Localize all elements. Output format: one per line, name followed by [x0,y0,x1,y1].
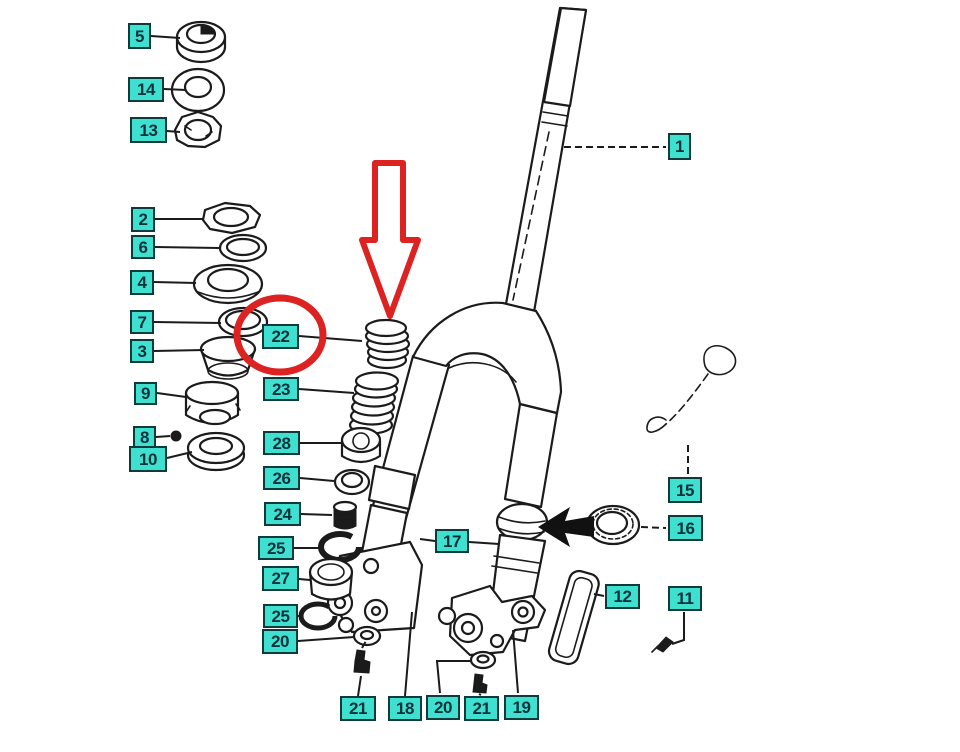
part-label-14: 14 [128,77,164,102]
right-fork-leg-drawing [437,402,559,657]
bearing-housing-9-drawing [184,380,241,426]
cup-28-drawing [340,426,382,464]
bolt-21b-drawing [472,673,488,694]
spring-23-drawing [348,371,400,435]
part-label-17: 17 [435,529,469,553]
washer-20a-drawing [352,625,382,647]
part-label-20: 20 [262,629,298,654]
black-arrow [538,507,594,547]
part-label-19: 19 [504,695,539,720]
seal-ring-26-drawing [333,468,371,496]
part-label-1: 1 [668,133,691,160]
buffer-spring-22-drawing [364,318,411,370]
bushing-24-drawing [332,500,358,530]
ring-nut-2-drawing [201,201,262,235]
part-label-22: 22 [262,324,299,349]
red-highlight-circle [233,294,327,376]
part-label-12: 12 [605,584,640,609]
left-fork-leg-drawing [326,354,451,634]
part-label-28: 28 [263,431,300,455]
part-label-9: 9 [134,382,157,405]
red-arrow [359,160,421,319]
screw-11-drawing [651,636,674,653]
part-label-26: 26 [263,466,300,490]
part-label-15: 15 [668,477,702,503]
bearing-race-4-drawing [192,263,264,305]
part-label-2: 2 [131,207,155,232]
seal-ring-6-drawing [218,233,268,263]
part-label-11: 11 [668,586,702,611]
part-label-24: 24 [264,502,301,526]
part-label-25: 25 [258,536,294,560]
steering-column-drawing [504,6,588,314]
ring-10-drawing [186,431,246,472]
leader-lines [150,35,689,697]
part-label-23: 23 [263,377,299,401]
part-label-3: 3 [130,339,154,363]
slotted-washer-13-drawing [173,110,223,149]
part-label-21: 21 [340,696,376,721]
part-label-18: 18 [388,696,422,721]
reflector-strip-12-drawing [547,569,600,666]
retainer-hook-15-drawing [646,344,737,433]
fork-crown-drawing [411,301,563,415]
bushing-cup-27-drawing [308,557,354,601]
part-label-25: 25 [263,604,298,628]
part-label-16: 16 [668,515,703,541]
part-label-7: 7 [130,310,154,334]
bolt-21a-drawing [353,640,371,674]
part-label-21: 21 [464,696,499,721]
part-label-6: 6 [131,235,155,259]
part-label-10: 10 [129,446,167,472]
part-label-4: 4 [130,270,154,295]
seal-ring-16-drawing [585,504,641,546]
part-label-5: 5 [128,23,151,49]
lock-nut-5-drawing [175,20,227,64]
ball-8-drawing [170,430,182,442]
part-label-20: 20 [426,695,460,720]
part-label-13: 13 [130,117,167,143]
part-label-27: 27 [262,566,299,591]
